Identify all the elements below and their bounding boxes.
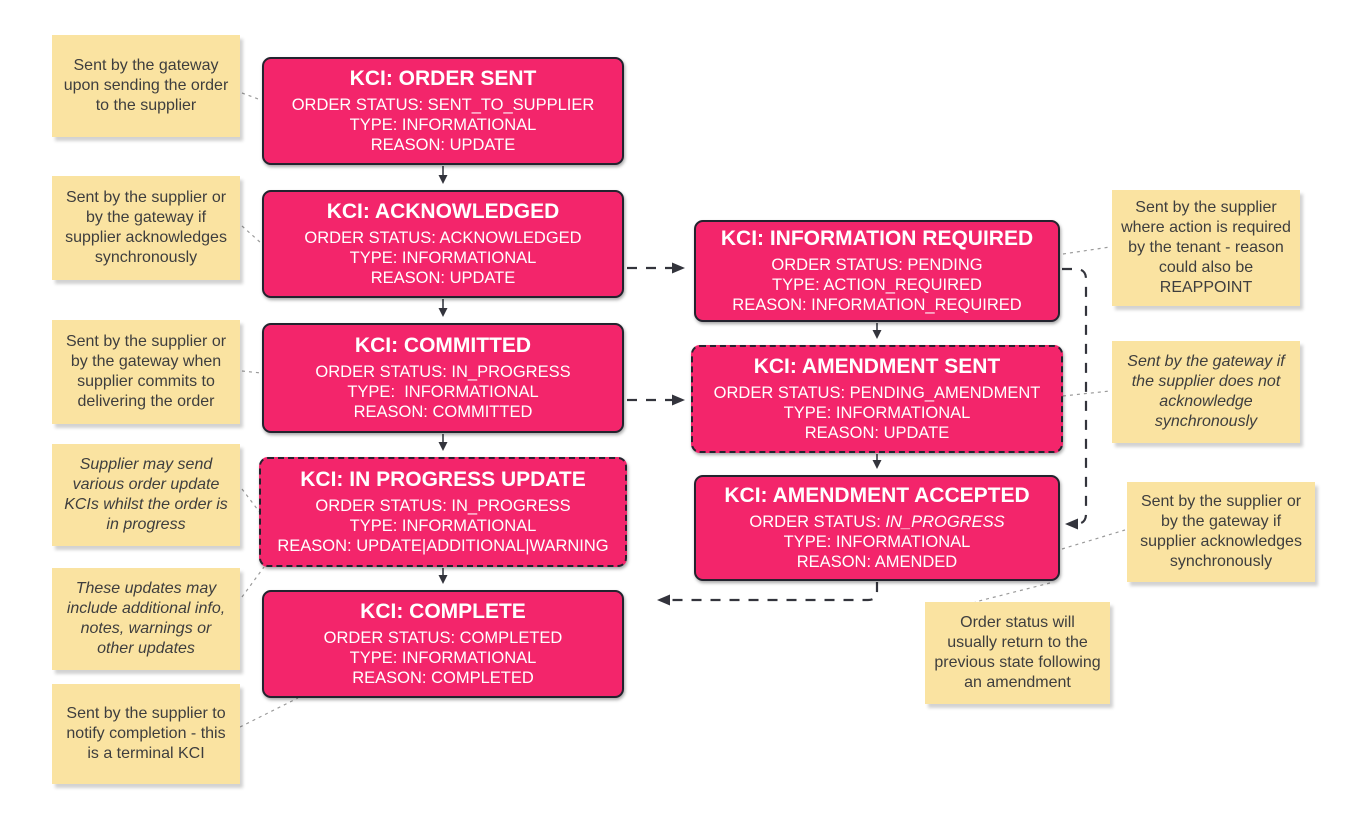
connector-note-information-required	[1062, 246, 1111, 255]
note-text: These updates may include additional inf…	[66, 580, 226, 657]
kci-box-acknowledged[interactable]: KCI: ACKNOWLEDGED ORDER STATUS: ACKNOWLE…	[262, 190, 624, 298]
connector-note-order-sent	[241, 92, 262, 101]
note-acknowledged[interactable]: Sent by the supplier or by the gateway i…	[52, 176, 240, 280]
kci-reason: REASON: COMMITTED	[353, 403, 533, 421]
note-text: Sent by the supplier where action is req…	[1121, 199, 1291, 296]
kci-box-amendment-sent[interactable]: KCI: AMENDMENT SENT ORDER STATUS: PENDIN…	[691, 345, 1063, 453]
kci-title: KCI: COMPLETE	[360, 600, 526, 623]
note-committed[interactable]: Sent by the supplier or by the gateway w…	[52, 320, 240, 424]
kci-order-status: ORDER STATUS: ACKNOWLEDGED	[304, 229, 582, 247]
kci-type: TYPE: INFORMATIONAL	[347, 383, 539, 401]
kci-order-status: ORDER STATUS: IN_PROGRESS	[315, 497, 571, 515]
note-updates-info[interactable]: These updates may include additional inf…	[52, 568, 240, 670]
kci-type: TYPE: INFORMATIONAL	[349, 116, 537, 134]
kci-reason: REASON: COMPLETED	[352, 669, 534, 687]
note-information-required[interactable]: Sent by the supplier where action is req…	[1112, 190, 1300, 306]
kci-order-status-label: ORDER STATUS:	[749, 513, 886, 531]
kci-box-committed[interactable]: KCI: COMMITTED ORDER STATUS: IN_PROGRESS…	[262, 323, 624, 433]
kci-reason: REASON: UPDATE|ADDITIONAL|WARNING	[277, 537, 609, 555]
kci-box-amendment-accepted[interactable]: KCI: AMENDMENT ACCEPTED ORDER STATUS: IN…	[694, 475, 1060, 581]
kci-box-information-required[interactable]: KCI: INFORMATION REQUIRED ORDER STATUS: …	[694, 220, 1060, 322]
connector-note-acknowledged	[241, 225, 262, 244]
connector-note-order-status-return	[974, 582, 1051, 603]
note-amendment-accepted[interactable]: Sent by the supplier or by the gateway i…	[1127, 482, 1315, 582]
kci-order-status: ORDER STATUS: IN_PROGRESS	[749, 512, 1004, 532]
kci-reason: REASON: UPDATE	[370, 269, 516, 287]
kci-order-status: ORDER STATUS: PENDING_AMENDMENT	[713, 384, 1041, 402]
note-text: Sent by the gateway if the supplier does…	[1127, 353, 1285, 430]
arrow-bypass-information-required-to-amendment-accepted	[1062, 267, 1088, 530]
kci-type: TYPE: INFORMATIONAL	[783, 533, 971, 551]
kci-reason: REASON: UPDATE	[804, 424, 950, 442]
kci-title: KCI: INFORMATION REQUIRED	[720, 227, 1034, 250]
note-order-status-return[interactable]: Order status will usually return to the …	[925, 602, 1110, 704]
kci-title: KCI: IN PROGRESS UPDATE	[300, 468, 586, 491]
kci-order-status: ORDER STATUS: COMPLETED	[323, 629, 563, 647]
kci-title: KCI: AMENDMENT ACCEPTED	[724, 484, 1030, 507]
note-amendment-sent[interactable]: Sent by the gateway if the supplier does…	[1112, 341, 1300, 443]
kci-title: KCI: COMMITTED	[354, 334, 532, 357]
kci-type: TYPE: INFORMATIONAL	[349, 249, 537, 267]
kci-order-status: ORDER STATUS: IN_PROGRESS	[315, 363, 571, 381]
kci-title: KCI: AMENDMENT SENT	[753, 355, 1001, 378]
note-text: Sent by the supplier or by the gateway i…	[1140, 493, 1302, 570]
connector-note-amendment-accepted	[1061, 529, 1126, 550]
connector-note-complete	[239, 697, 299, 728]
kci-type: TYPE: ACTION_REQUIRED	[772, 276, 982, 294]
kci-reason: REASON: AMENDED	[796, 553, 958, 571]
kci-title: KCI: ACKNOWLEDGED	[326, 200, 560, 223]
kci-order-status: ORDER STATUS: SENT_TO_SUPPLIER	[291, 96, 595, 114]
kci-reason: REASON: UPDATE	[370, 136, 516, 154]
note-text: Sent by the gateway upon sending the ord…	[63, 57, 229, 114]
note-in-progress-update[interactable]: Supplier may send various order update K…	[52, 444, 240, 546]
kci-type: TYPE: INFORMATIONAL	[783, 404, 971, 422]
kci-box-order-sent[interactable]: KCI: ORDER SENT ORDER STATUS: SENT_TO_SU…	[262, 57, 624, 165]
note-text: Supplier may send various order update K…	[64, 456, 228, 533]
kci-order-status: ORDER STATUS: PENDING	[771, 256, 983, 274]
kci-box-in-progress-update[interactable]: KCI: IN PROGRESS UPDATE ORDER STATUS: IN…	[259, 457, 627, 567]
note-text: Order status will usually return to the …	[934, 614, 1101, 691]
note-text: Sent by the supplier or by the gateway i…	[65, 189, 227, 266]
kci-order-status-value: IN_PROGRESS	[885, 513, 1005, 531]
connector-note-amendment-sent	[1062, 390, 1111, 397]
note-order-sent[interactable]: Sent by the gateway upon sending the ord…	[52, 35, 240, 137]
kci-box-complete[interactable]: KCI: COMPLETE ORDER STATUS: COMPLETED TY…	[262, 590, 624, 698]
kci-title: KCI: ORDER SENT	[349, 67, 537, 90]
note-text: Sent by the supplier or by the gateway w…	[65, 333, 227, 410]
connector-note-updates-info	[241, 566, 265, 598]
kci-type: TYPE: INFORMATIONAL	[349, 517, 537, 535]
arrow-amendment-accepted-return-to-flow	[657, 582, 879, 606]
kci-type: TYPE: INFORMATIONAL	[349, 649, 537, 667]
kci-reason: REASON: INFORMATION_REQUIRED	[732, 296, 1022, 314]
note-complete[interactable]: Sent by the supplier to notify completio…	[52, 684, 240, 784]
connector-note-committed	[241, 370, 262, 374]
note-text: Sent by the supplier to notify completio…	[66, 705, 226, 762]
